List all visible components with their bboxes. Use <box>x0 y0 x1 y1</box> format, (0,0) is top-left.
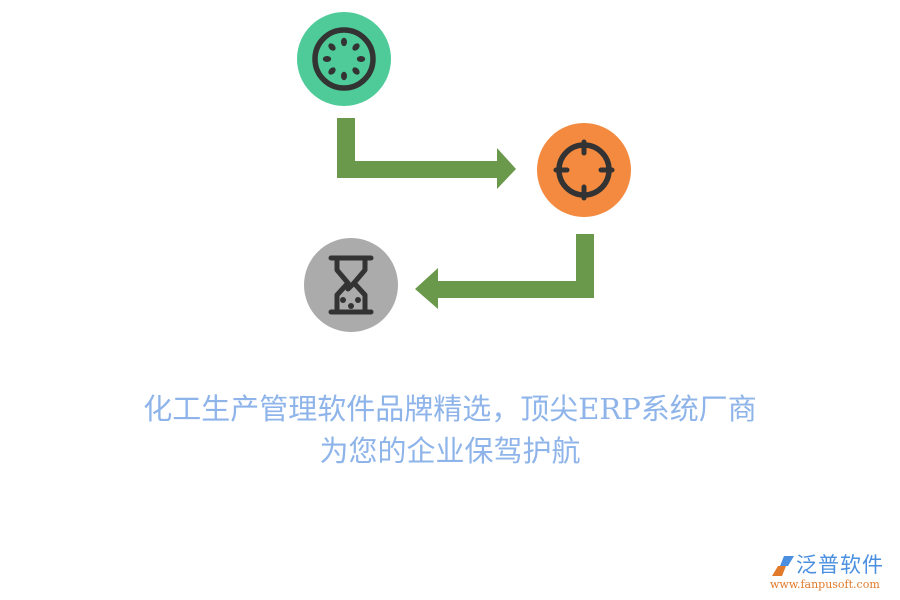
caption-line-1: 化工生产管理软件品牌精选，顶尖ERP系统厂商 <box>143 392 757 426</box>
caption-line-2: 为您的企业保驾护航 <box>319 434 581 468</box>
logo-name: 泛普软件 <box>796 553 884 577</box>
step3-node <box>304 238 398 332</box>
step1-node <box>297 12 391 106</box>
hourglass-icon <box>328 255 374 315</box>
crosshair-target-icon <box>553 139 615 201</box>
arrow-step1-to-step2 <box>337 118 516 189</box>
logo-mark-icon <box>772 556 794 576</box>
arrow-step2-to-step3 <box>415 234 594 309</box>
loading-spinner-icon <box>312 27 376 91</box>
brand-logo[interactable]: 泛普软件 www.fanpusoft.com <box>768 553 896 593</box>
logo-url: www.fanpusoft.com <box>770 578 880 591</box>
step2-node <box>537 123 631 217</box>
